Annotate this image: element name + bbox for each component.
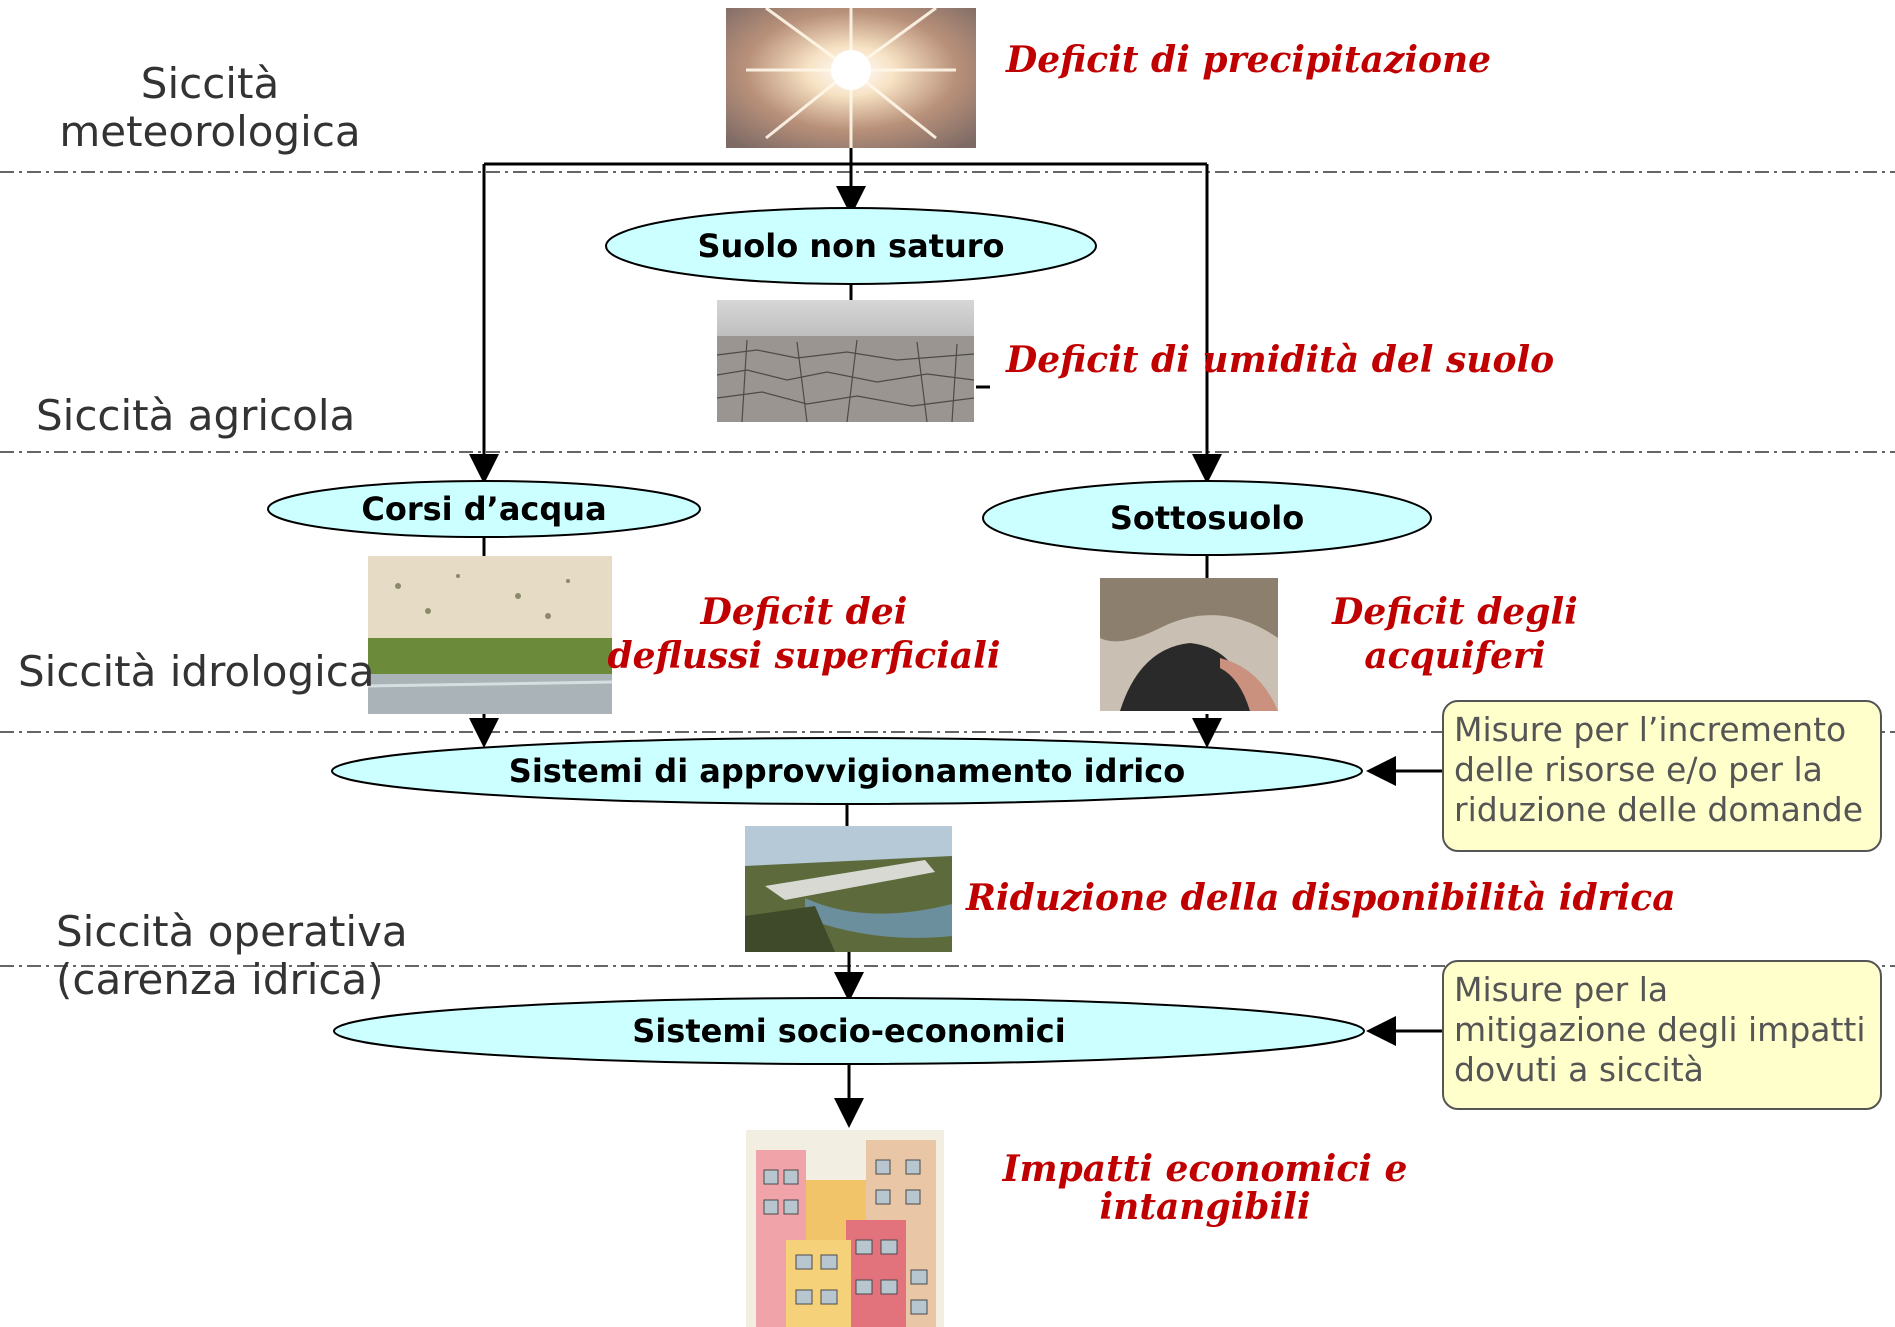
deficit-precipitazione: Deficit di precipitazione — [1006, 39, 1492, 81]
node-approvvigionamento: Sistemi di approvvigionamento idrico — [508, 752, 1186, 790]
level-meteorologica: Siccità meteorologica — [59, 59, 361, 156]
level-idrologica: Siccità idrologica — [18, 647, 375, 696]
ellipse-corsi-shape — [267, 480, 701, 538]
ellipse-suolo-shape — [605, 207, 1097, 285]
aquifer-rock-photo — [1100, 578, 1278, 711]
dry-soil-photo — [717, 300, 974, 422]
dry-riverbed-photo — [368, 556, 612, 714]
dam-photo — [745, 826, 952, 952]
measure-mitigazione: Misure per la mitigazione degli impatti … — [1442, 960, 1882, 1110]
ellipse-socio-shape — [333, 997, 1365, 1065]
node-sottosuolo: Sottosuolo — [1109, 499, 1305, 537]
level-agricola: Siccità agricola — [36, 391, 356, 440]
node-socio: Sistemi socio-economici — [632, 1012, 1066, 1050]
level-operativa: Siccità operativa (carenza idrica) — [56, 907, 408, 1004]
node-suolo: Suolo non saturo — [697, 227, 1005, 265]
sun-photo — [726, 8, 976, 148]
measure-incremento: Misure per l’incremento delle risorse e/… — [1442, 700, 1882, 852]
buildings-illustration — [746, 1130, 944, 1327]
deficit-impatti: Impatti economici e intangibili — [1002, 1148, 1408, 1228]
deficit-deflussi: Deficit dei deflussi superficiali — [607, 591, 1001, 677]
ellipse-approvv-shape — [331, 737, 1363, 805]
node-corsi: Corsi d’acqua — [361, 490, 607, 528]
deficit-acquiferi: Deficit degli acquiferi — [1332, 591, 1578, 677]
ellipse-sottosuolo-shape — [982, 480, 1432, 556]
deficit-disponibilita: Riduzione della disponibilità idrica — [966, 877, 1676, 919]
deficit-umidita: Deficit di umidità del suolo — [1006, 339, 1555, 381]
